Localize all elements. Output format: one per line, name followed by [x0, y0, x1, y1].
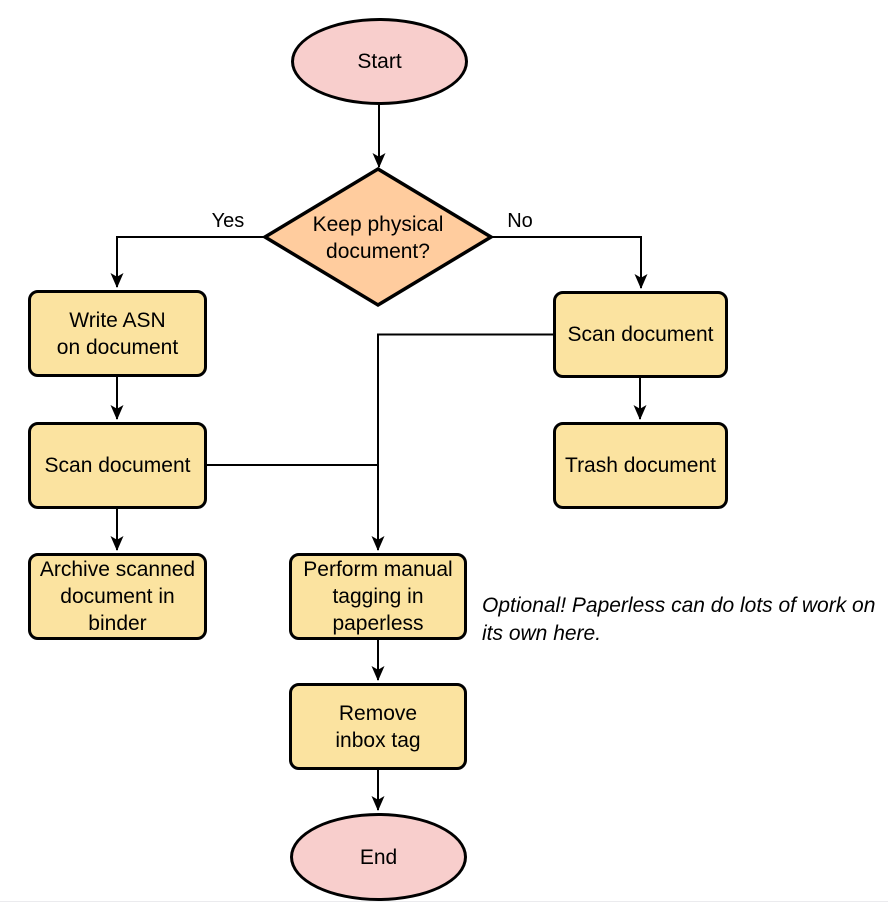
node-write-asn: Write ASN on document — [28, 290, 207, 377]
node-scan-left: Scan document — [28, 422, 207, 509]
node-decision-shape — [261, 166, 495, 308]
node-archive: Archive scanned document in binder — [28, 553, 207, 640]
annotation-optional: Optional! Paperless can do lots of work … — [482, 594, 876, 645]
node-tagging: Perform manual tagging in paperless — [289, 553, 467, 640]
node-trash: Trash document — [553, 422, 728, 509]
edge-label-yes: Yes — [211, 210, 245, 232]
footer-divider — [0, 901, 888, 902]
node-scan-right: Scan document — [553, 291, 728, 378]
node-remove-inbox: Remove inbox tag — [289, 683, 467, 770]
edge-label-no: No — [507, 210, 533, 232]
node-start: Start — [291, 18, 468, 105]
edge-scan-right-to-tagging — [371, 333, 553, 551]
edge-decision-no-to-scan-right — [490, 236, 648, 289]
edge-decision-yes-to-write-asn — [110, 236, 265, 288]
node-end: End — [290, 813, 467, 901]
node-decision-label: Keep physical document? — [312, 213, 444, 263]
